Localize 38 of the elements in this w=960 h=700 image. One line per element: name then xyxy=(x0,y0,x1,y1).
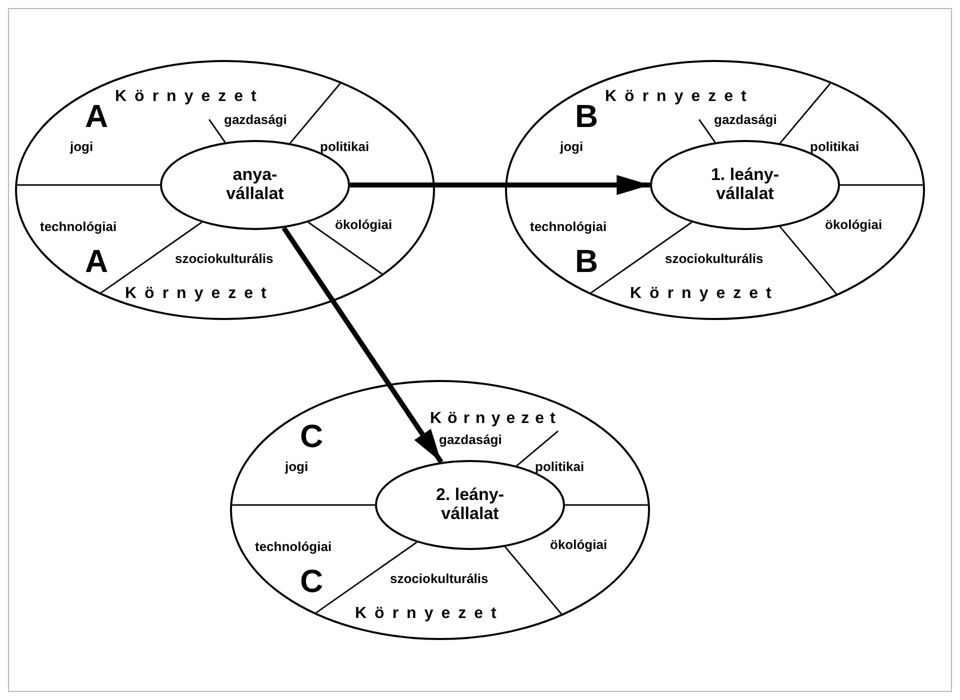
arrow xyxy=(350,175,650,195)
factor-label: ökológiai xyxy=(335,218,392,233)
environment-letter: A xyxy=(85,245,108,277)
factor-label: gazdasági xyxy=(714,113,777,128)
environment-letter: C xyxy=(300,565,324,597)
factor-label: technológiai xyxy=(530,220,607,235)
factor-label: ökológiai xyxy=(825,218,882,233)
company-label: anya- vállalat xyxy=(225,166,285,204)
environment-word: Környezet xyxy=(630,285,780,304)
environment-word: Környezet xyxy=(355,605,504,624)
factor-label: jogi xyxy=(70,140,94,155)
factor-label: gazdasági xyxy=(224,113,287,128)
environment-word: Környezet xyxy=(125,285,274,304)
environment-ellipse xyxy=(505,60,925,320)
factor-label: politikai xyxy=(810,140,860,155)
factor-label: technológiai xyxy=(255,540,332,555)
arrow xyxy=(282,226,444,464)
environment-letter: A xyxy=(85,100,108,132)
factor-label: ökológiai xyxy=(550,538,608,553)
factor-label: jogi xyxy=(285,460,308,475)
environment-letter: B xyxy=(575,245,598,277)
environment-word: Környezet xyxy=(430,410,562,428)
environment-letter: C xyxy=(300,420,324,452)
company-label: 1. leány- vállalat xyxy=(710,166,780,204)
environment-ellipse xyxy=(230,380,650,640)
environment-word: Környezet xyxy=(605,88,754,106)
environment-word: Környezet xyxy=(115,88,264,106)
factor-label: politikai xyxy=(320,140,370,155)
factor-label: technológiai xyxy=(40,220,117,235)
factor-label: gazdasági xyxy=(439,433,502,448)
factor-label: szociokulturális xyxy=(390,572,488,587)
factor-label: szociokulturális xyxy=(665,252,764,267)
environment-ellipse xyxy=(15,60,435,320)
company-label: 2. leány- vállalat xyxy=(434,486,506,524)
factor-label: politikai xyxy=(535,460,584,475)
factor-label: jogi xyxy=(560,140,584,155)
environment-letter: B xyxy=(575,100,598,132)
factor-label: szociokulturális xyxy=(175,252,274,267)
